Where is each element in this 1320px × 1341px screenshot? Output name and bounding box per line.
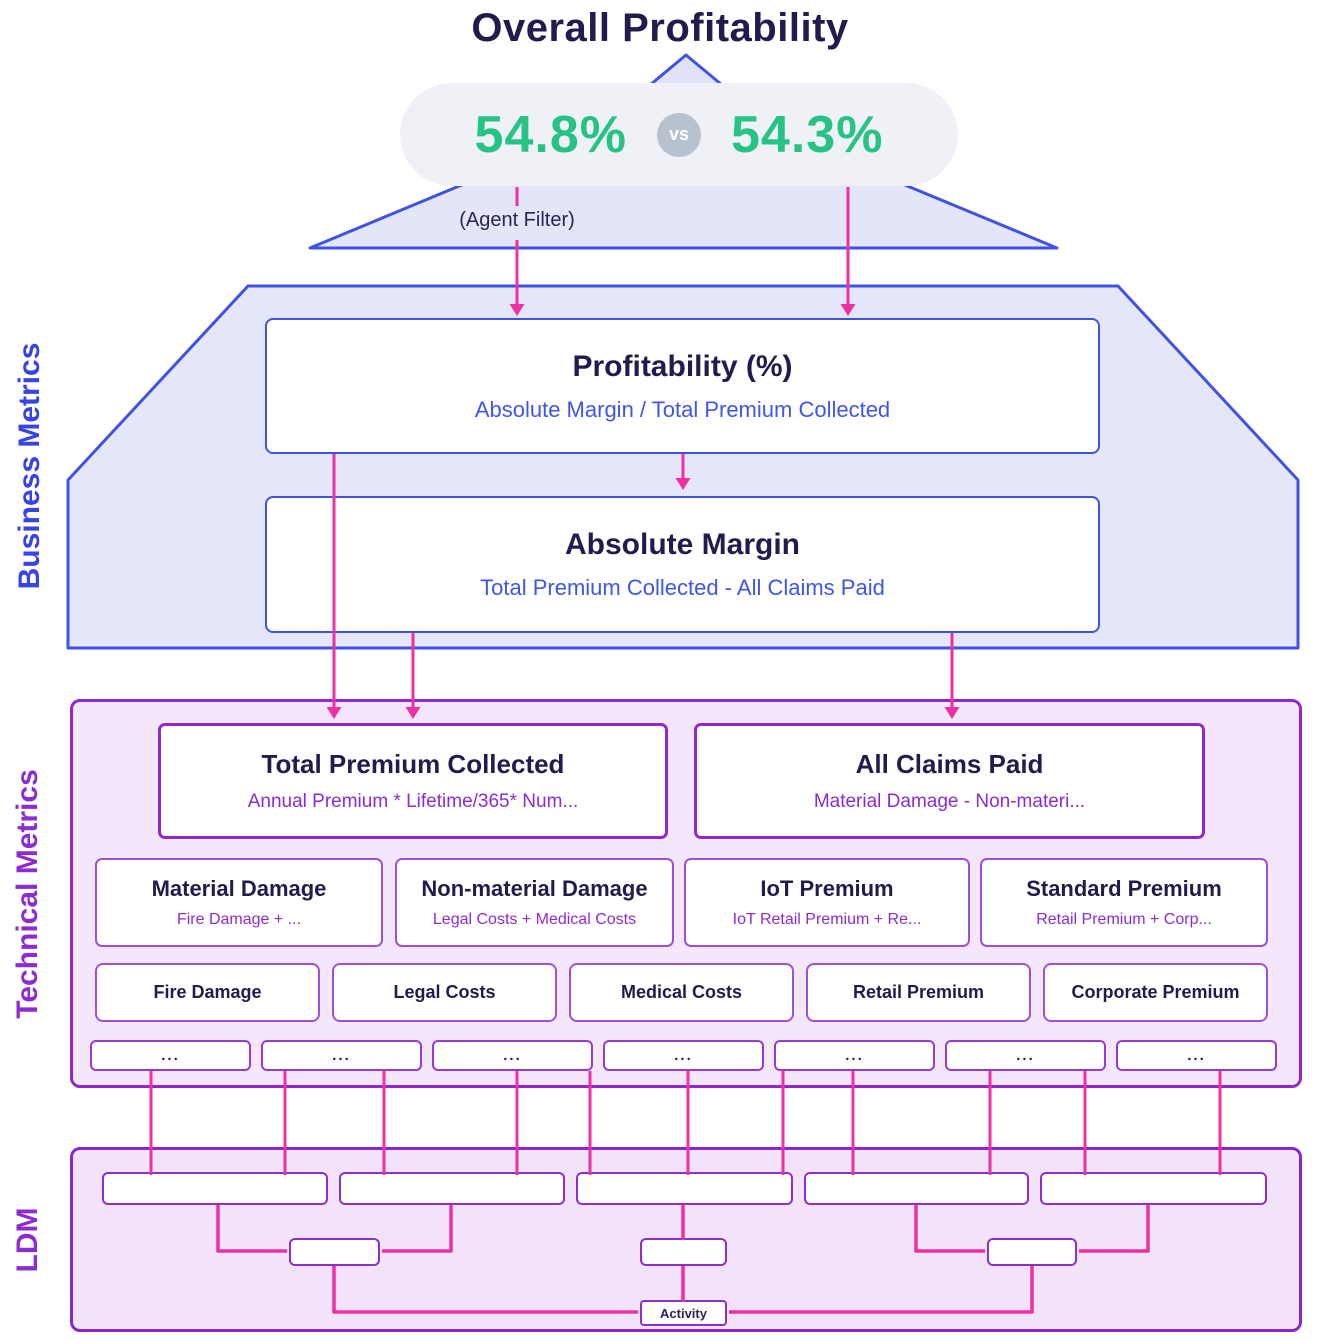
node-title: Profitability (%)	[572, 349, 793, 383]
metric-node-profitability[interactable]: Profitability (%) Absolute Margin / Tota…	[265, 318, 1100, 454]
vs-badge: vs	[657, 112, 701, 157]
metric-node-total-premium-collected[interactable]: Total Premium Collected Annual Premium *…	[158, 723, 668, 839]
metric-node-all-claims-paid[interactable]: All Claims Paid Material Damage - Non-ma…	[694, 723, 1205, 839]
metric-node-ellipsis[interactable]: ...	[774, 1040, 935, 1071]
node-subtitle: Annual Premium * Lifetime/365* Num...	[247, 791, 579, 812]
node-title: Corporate Premium	[1071, 982, 1240, 1002]
metric-node-retail-premium[interactable]: Retail Premium	[806, 963, 1031, 1022]
previous-value: 54.3%	[731, 105, 884, 164]
connector-ldm-table-to-join	[1079, 1205, 1150, 1253]
comparison-pill[interactable]: 54.8% vs 54.3%	[400, 83, 958, 186]
arrowhead	[840, 304, 856, 316]
node-subtitle: Total Premium Collected - All Claims Pai…	[480, 575, 885, 600]
node-title: ...	[161, 1047, 180, 1064]
node-title: ...	[674, 1047, 693, 1064]
arrowhead	[509, 304, 525, 316]
metric-node-medical-costs[interactable]: Medical Costs	[569, 963, 794, 1022]
node-title: Medical Costs	[620, 982, 743, 1002]
ldm-table-node[interactable]	[102, 1172, 328, 1205]
connector-ldm-join-to-activity	[729, 1266, 1034, 1314]
metric-node-legal-costs[interactable]: Legal Costs	[332, 963, 557, 1022]
page-title: Overall Profitability	[471, 6, 849, 50]
node-title: ...	[1187, 1047, 1206, 1064]
node-title: Legal Costs	[393, 982, 496, 1002]
metric-node-material-damage[interactable]: Material Damage Fire Damage + ...	[95, 858, 383, 947]
node-subtitle: Legal Costs + Medical Costs	[432, 911, 637, 928]
metric-node-ellipsis[interactable]: ...	[1116, 1040, 1277, 1071]
node-title: ...	[503, 1047, 522, 1064]
node-title: Absolute Margin	[564, 528, 800, 561]
metric-node-non-material-damage[interactable]: Non-material Damage Legal Costs + Medica…	[395, 858, 674, 947]
node-title: Activity	[660, 1305, 707, 1321]
ldm-table-node[interactable]	[1040, 1172, 1267, 1205]
metric-node-ellipsis[interactable]: ...	[603, 1040, 764, 1071]
connector-ldm-table-to-join	[382, 1205, 453, 1253]
metric-node-ellipsis[interactable]: ...	[261, 1040, 422, 1071]
arrowhead	[675, 478, 691, 490]
connector-ldm-join-to-activity	[332, 1266, 638, 1314]
node-subtitle: Retail Premium + Corp...	[1036, 911, 1212, 928]
arrowhead	[944, 707, 960, 719]
metric-node-standard-premium[interactable]: Standard Premium Retail Premium + Corp..…	[980, 858, 1268, 947]
node-subtitle: Absolute Margin / Total Premium Collecte…	[474, 396, 891, 422]
connector-ldm-table-to-join	[914, 1205, 985, 1253]
node-title: Standard Premium	[1026, 876, 1222, 901]
metric-node-absolute-margin[interactable]: Absolute Margin Total Premium Collected …	[265, 496, 1100, 633]
metric-node-corporate-premium[interactable]: Corporate Premium	[1043, 963, 1268, 1022]
node-title: IoT Premium	[760, 876, 894, 901]
node-subtitle: IoT Retail Premium + Re...	[732, 911, 922, 928]
ldm-join-node[interactable]	[289, 1238, 380, 1266]
metric-node-iot-premium[interactable]: IoT Premium IoT Retail Premium + Re...	[684, 858, 970, 947]
metric-node-ellipsis[interactable]: ...	[432, 1040, 593, 1071]
arrowhead	[405, 707, 421, 719]
node-title: ...	[845, 1047, 864, 1064]
ldm-table-node[interactable]	[339, 1172, 565, 1205]
metric-node-ellipsis[interactable]: ...	[945, 1040, 1106, 1071]
node-title: Fire Damage	[153, 982, 262, 1002]
node-subtitle: Material Damage - Non-materi...	[813, 791, 1086, 812]
ldm-table-node[interactable]	[576, 1172, 793, 1205]
node-title: All Claims Paid	[855, 749, 1044, 779]
metric-node-ellipsis[interactable]: ...	[90, 1040, 251, 1071]
node-title: Material Damage	[151, 876, 327, 901]
metric-node-fire-damage[interactable]: Fire Damage	[95, 963, 320, 1022]
node-title: ...	[332, 1047, 351, 1064]
ldm-table-node[interactable]	[804, 1172, 1029, 1205]
node-title: ...	[1016, 1047, 1035, 1064]
agent-filter-label: (Agent Filter)	[459, 209, 575, 231]
arrowhead	[326, 707, 342, 719]
node-title: Total Premium Collected	[261, 749, 565, 779]
connector-ldm-table-to-join	[216, 1205, 287, 1253]
node-title: Retail Premium	[852, 982, 985, 1002]
ldm-join-node[interactable]	[987, 1238, 1077, 1266]
current-value: 54.8%	[474, 105, 627, 164]
node-title: Non-material Damage	[421, 876, 648, 901]
node-subtitle: Fire Damage + ...	[176, 911, 302, 928]
